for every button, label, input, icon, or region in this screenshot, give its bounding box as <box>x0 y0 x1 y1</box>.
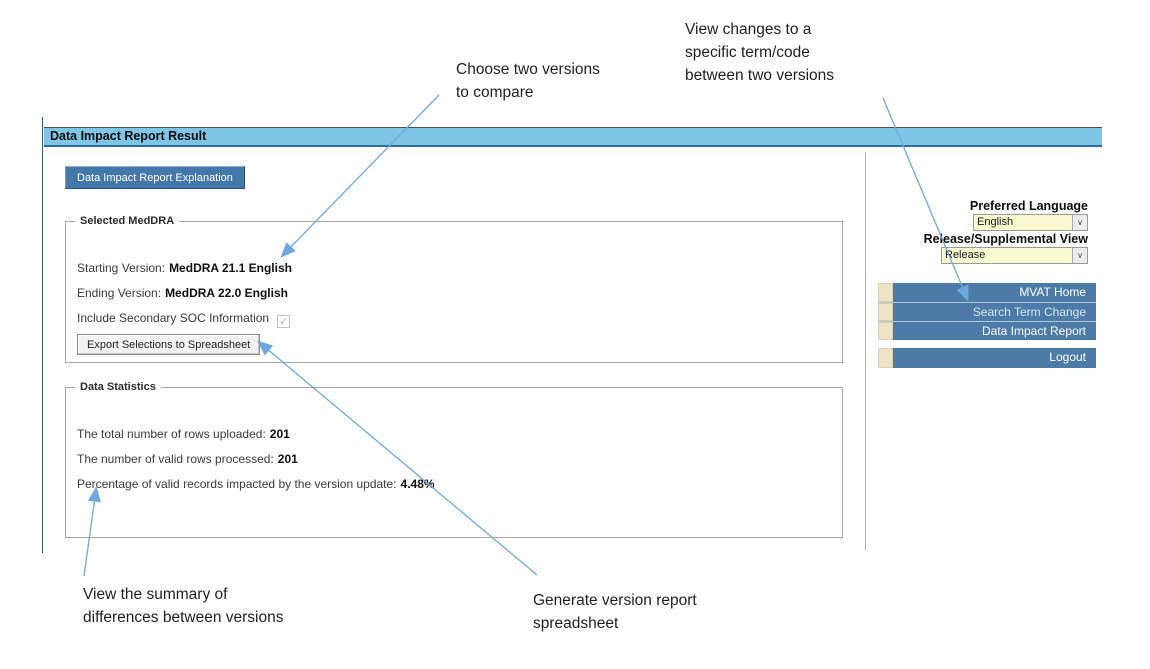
nav-tab-marker <box>878 303 893 321</box>
ending-version-value: MedDRA 22.0 English <box>165 286 288 300</box>
preferred-language-value: English <box>977 216 1014 228</box>
starting-version-row: Starting Version:MedDRA 21.1 English <box>77 261 292 275</box>
selected-meddra-fieldset: Selected MedDRA Starting Version:MedDRA … <box>65 215 843 363</box>
nav-tab-marker <box>878 283 893 302</box>
include-soc-label: Include Secondary SOC Information <box>77 311 270 325</box>
data-statistics-legend: Data Statistics <box>80 381 156 393</box>
preferred-language-select[interactable]: English ∨ <box>973 214 1088 231</box>
annotation-choose-versions: Choose two versions to compare <box>456 61 600 101</box>
nav-item-search-term-change[interactable]: Search Term Change <box>878 302 1096 321</box>
logout-button[interactable]: Logout <box>878 348 1096 368</box>
page-title-bar: Data Impact Report Result <box>44 127 1102 147</box>
nav-tab-marker <box>878 322 893 340</box>
content-left-accent-line <box>42 117 43 553</box>
release-view-value: Release <box>945 249 986 261</box>
preferred-language-label: Preferred Language <box>969 199 1088 213</box>
dropdown-arrow-icon: ∨ <box>1072 248 1087 263</box>
nav-item-label: MVAT Home <box>893 283 1096 302</box>
include-soc-checkbox[interactable]: ✓ <box>277 315 291 328</box>
logout-label: Logout <box>893 348 1096 368</box>
stat-label: Percentage of valid records impacted by … <box>77 477 397 491</box>
sidebar-divider-line <box>865 152 866 550</box>
release-view-select[interactable]: Release ∨ <box>941 247 1088 264</box>
stat-value: 201 <box>269 427 290 441</box>
annotation-generate-spreadsheet: Generate version report spreadsheet <box>533 592 697 632</box>
nav-item-label: Data Impact Report <box>893 322 1096 340</box>
export-selections-button[interactable]: Export Selections to Spreadsheet <box>77 334 261 355</box>
stat-label: The total number of rows uploaded: <box>77 427 266 441</box>
page-title: Data Impact Report Result <box>50 129 207 143</box>
dropdown-arrow-icon: ∨ <box>1072 215 1087 230</box>
stat-row-percent-impacted: Percentage of valid records impacted by … <box>77 477 435 491</box>
starting-version-value: MedDRA 21.1 English <box>169 261 292 275</box>
nav-tab-marker <box>878 348 893 368</box>
release-view-label: Release/Supplemental View <box>923 232 1088 246</box>
data-statistics-fieldset: Data Statistics The total number of rows… <box>65 381 843 538</box>
ending-version-row: Ending Version:MedDRA 22.0 English <box>77 286 288 300</box>
annotation-view-summary: View the summary of differences between … <box>83 586 284 626</box>
checkmark-icon: ✓ <box>279 316 289 328</box>
stat-value: 4.48% <box>400 477 435 491</box>
data-impact-report-explanation-button[interactable]: Data Impact Report Explanation <box>65 166 245 189</box>
stat-label: The number of valid rows processed: <box>77 452 274 466</box>
sidebar-nav: MVAT Home Search Term Change Data Impact… <box>878 283 1096 340</box>
starting-version-label: Starting Version: <box>77 261 166 275</box>
nav-item-mvat-home[interactable]: MVAT Home <box>878 283 1096 302</box>
sidebar-logout: Logout <box>878 348 1096 368</box>
annotation-view-changes: View changes to a specific term/code bet… <box>685 21 835 84</box>
stat-row-valid-processed: The number of valid rows processed:201 <box>77 452 298 466</box>
stat-row-total-uploaded: The total number of rows uploaded:201 <box>77 427 290 441</box>
nav-item-data-impact-report[interactable]: Data Impact Report <box>878 321 1096 340</box>
ending-version-label: Ending Version: <box>77 286 162 300</box>
selected-meddra-legend: Selected MedDRA <box>80 215 175 227</box>
include-soc-row: Include Secondary SOC Information ✓ <box>77 311 291 328</box>
stat-value: 201 <box>277 452 298 466</box>
nav-item-label: Search Term Change <box>893 303 1096 321</box>
